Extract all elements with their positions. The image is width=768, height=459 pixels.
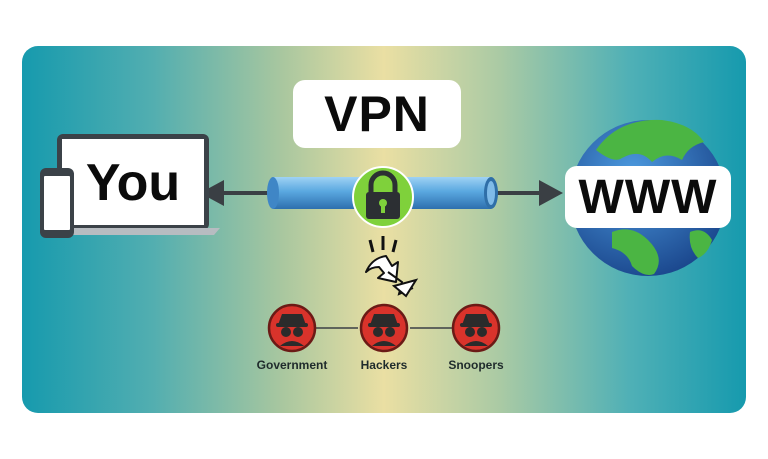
laptop-phone-icon <box>40 134 220 238</box>
www-label-box: WWW <box>565 166 731 228</box>
www-label: WWW <box>578 170 718 224</box>
vpn-tunnel <box>267 177 498 209</box>
padlock-icon <box>352 166 414 228</box>
intercept-arrow-icon <box>365 236 419 298</box>
right-arrow <box>492 180 563 206</box>
vpn-title-box: VPN <box>293 80 461 148</box>
you-label-box: You <box>60 146 206 220</box>
spy-icon <box>451 303 501 353</box>
threat-label-snoopers: Snoopers <box>448 358 504 372</box>
spy-icon <box>359 303 409 353</box>
spy-icon <box>267 303 317 353</box>
threat-label-hackers: Hackers <box>360 358 408 372</box>
vpn-title: VPN <box>324 86 430 142</box>
threat-label-government: Government <box>256 358 328 372</box>
left-arrow <box>200 180 275 206</box>
you-label: You <box>85 154 181 212</box>
